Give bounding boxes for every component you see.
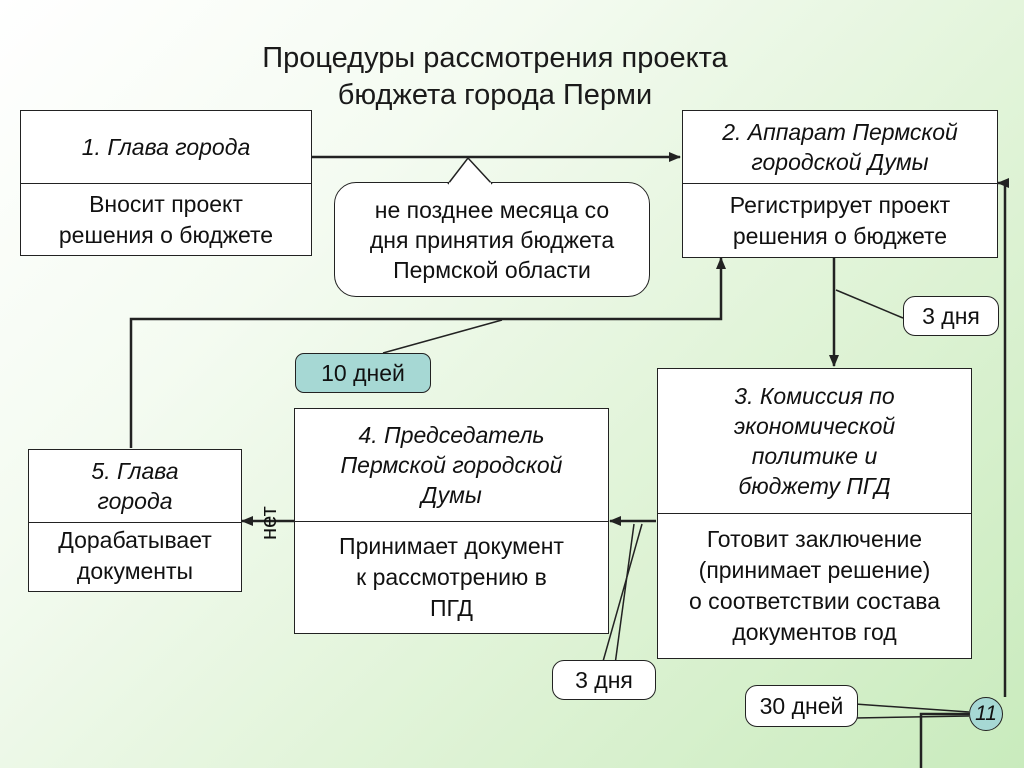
box-4-body-line-1: Принимает документ [339, 533, 564, 559]
box-1-city-head: 1. Глава города Вносит проект решения о … [20, 110, 312, 256]
deadline-callout: не позднее месяца со дня принятия бюджет… [334, 182, 650, 297]
box-2-body: Регистрирует проект решения о бюджете [683, 183, 997, 257]
box-3-head-line-1: 3. Комиссия по [734, 383, 895, 409]
box-3-head-line-3: политике и [751, 443, 878, 469]
box-1-head-text: 1. Глава города [81, 134, 251, 160]
callout-30-days: 30 дней [745, 685, 858, 727]
box-4-body: Принимает документ к рассмотрению в ПГД [295, 521, 608, 633]
arrow-5-to-2 [129, 257, 726, 448]
box-4-body-line-2: к рассмотрению в [356, 564, 547, 590]
diagram-title: Процедуры рассмотрения проекта бюджета г… [200, 40, 790, 114]
box-2-head-line-2: городской Думы [751, 149, 929, 175]
box-3-head: 3. Комиссия по экономической политике и … [658, 369, 971, 513]
box-3-body: Готовит заключение (принимает решение) о… [658, 513, 971, 658]
box-2-head-line-1: 2. Аппарат Пермской [722, 119, 958, 145]
box-4-head-line-1: 4. Председатель [358, 422, 545, 448]
box-2-body-line-2: решения о бюджете [732, 222, 948, 249]
box-5-head: 5. Глава города [29, 450, 241, 522]
box-3-head-line-2: экономической [733, 413, 896, 439]
deadline-line-3: Пермской области [393, 256, 591, 283]
pointer-3days-bottom-a [599, 523, 643, 673]
box-5-head-line-1: 5. Глава [91, 458, 179, 484]
box-3-body-line-2: (принимает решение) [698, 557, 931, 583]
arrow-11-to-2 [997, 178, 1009, 697]
pointer-30days-b [854, 715, 970, 719]
box-3-body-line-4: документов год [732, 619, 897, 645]
box-2-body-line-1: Регистрирует проект [729, 191, 951, 218]
box-1-body: Вносит проект решения о бюджете [21, 183, 311, 255]
deadline-line-1: не позднее месяца со [374, 196, 610, 223]
box-4-head-line-3: Думы [421, 482, 482, 508]
title-line-1: Процедуры рассмотрения проекта [262, 42, 728, 74]
box-5-body-line-1: Дорабатывает [58, 527, 212, 553]
line-from-11 [919, 712, 969, 768]
pointer-30days-a [854, 703, 970, 713]
pointer-3days-bottom-b [613, 523, 635, 673]
deadline-line-2: дня принятия бюджета [369, 226, 615, 253]
title-line-2: бюджета города Перми [337, 79, 653, 111]
box-1-head: 1. Глава города [21, 111, 311, 183]
step-11-marker: 11 [969, 697, 1003, 731]
callout-3-days-bottom: 3 дня [552, 660, 656, 700]
box-2-head: 2. Аппарат Пермской городской Думы [683, 111, 997, 183]
box-5-body-line-2: документы [76, 558, 194, 584]
box-3-budget-commission: 3. Комиссия по экономической политике и … [657, 368, 972, 659]
box-3-body-line-1: Готовит заключение [706, 526, 923, 552]
box-5-body: Дорабатывает документы [29, 522, 241, 591]
box-5-city-head: 5. Глава города Дорабатывает документы [28, 449, 242, 592]
pointer-10days [382, 319, 503, 354]
pointer-3days-top [835, 289, 904, 319]
box-1-body-line-1: Вносит проект [89, 190, 243, 217]
box-2-duma-apparatus: 2. Аппарат Пермской городской Думы Регис… [682, 110, 998, 258]
box-1-body-line-2: решения о бюджете [58, 221, 274, 248]
box-4-body-line-3: ПГД [429, 595, 474, 621]
box-4-duma-chairman: 4. Председатель Пермской городской Думы … [294, 408, 609, 634]
callout-10-days: 10 дней [295, 353, 431, 393]
box-4-head-line-2: Пермской городской [340, 452, 563, 478]
box-4-head: 4. Председатель Пермской городской Думы [295, 409, 608, 521]
box-5-head-line-2: города [97, 488, 173, 514]
label-no: нет [256, 506, 281, 540]
box-3-body-line-3: о соответствии состава [688, 588, 941, 614]
box-3-head-line-4: бюджету ПГД [738, 473, 891, 499]
callout-3-days-top: 3 дня [903, 296, 999, 336]
